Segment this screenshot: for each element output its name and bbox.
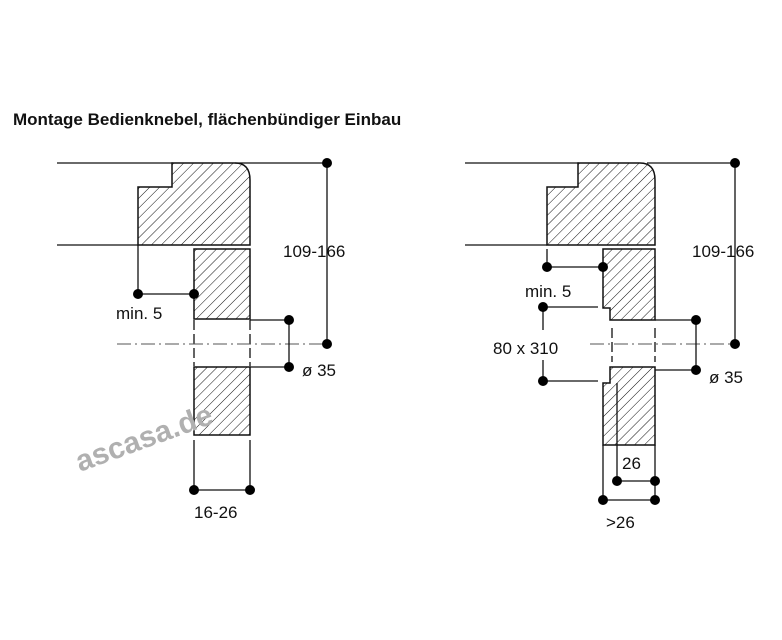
control-knob-body [546, 162, 656, 246]
panel-thickness-label: 16-26 [194, 503, 237, 522]
dimension-dot [730, 339, 740, 349]
dimension-dot [189, 485, 199, 495]
height-range-label: 109-166 [283, 242, 345, 261]
dimension-dot [598, 495, 608, 505]
panel-thickness-label: 26 [622, 454, 641, 473]
dimension-dot [133, 289, 143, 299]
dimension-dot [691, 365, 701, 375]
dimension-dot [691, 315, 701, 325]
height-range-label: 109-166 [692, 242, 754, 261]
front-panel-lower [602, 366, 656, 446]
dimension-dot [538, 376, 548, 386]
front-panel-upper [193, 248, 251, 320]
dimension-dot [650, 495, 660, 505]
watermark: ascasa.de [71, 399, 217, 479]
dimension-dot [322, 339, 332, 349]
left-diagram: min. 5 109-166 ø 35 16-26 [57, 158, 345, 522]
dimension-dot [245, 485, 255, 495]
cutout-label: 80 x 310 [493, 339, 558, 358]
dimension-dot [650, 476, 660, 486]
dimension-dot [612, 476, 622, 486]
dimension-dot [284, 362, 294, 372]
dimension-dot [322, 158, 332, 168]
dimension-dot [284, 315, 294, 325]
dimension-dot [538, 302, 548, 312]
front-panel-lower [193, 366, 251, 436]
control-knob-body [137, 162, 251, 246]
dimension-dot [189, 289, 199, 299]
total-thickness-label: >26 [606, 513, 635, 532]
min-gap-label: min. 5 [525, 282, 571, 301]
page-title: Montage Bedienknebel, flächenbündiger Ei… [13, 110, 402, 129]
min-gap-label: min. 5 [116, 304, 162, 323]
dimension-dot [730, 158, 740, 168]
right-diagram: min. 5 80 x 310 109-166 ø 35 26 >26 [465, 158, 754, 532]
hole-diameter-label: ø 35 [709, 368, 743, 387]
dimension-dot [598, 262, 608, 272]
hole-diameter-label: ø 35 [302, 361, 336, 380]
dimension-dot [542, 262, 552, 272]
front-panel-upper [602, 248, 656, 321]
